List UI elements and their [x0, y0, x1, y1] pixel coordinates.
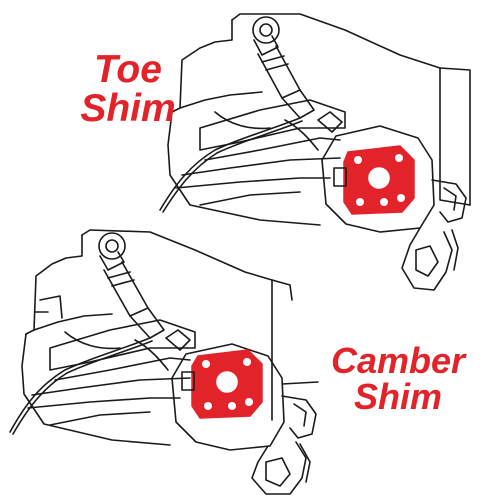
- camber-shim: [181, 349, 263, 419]
- upper-control-arm: [199, 99, 346, 151]
- upper-brake-line: [159, 117, 301, 211]
- camber-shim-label-line-1: Camber: [330, 340, 466, 381]
- upper-frame-lower: [167, 111, 321, 226]
- camber-leader-line: [281, 381, 319, 385]
- lower-shock-absorber: [98, 232, 165, 339]
- upper-knuckle: [321, 125, 435, 233]
- upper-suspension-assembly: [159, 13, 471, 291]
- toe-shim: [333, 145, 415, 215]
- lower-suspension-assembly: [9, 229, 317, 495]
- upper-brake-caliper: [401, 179, 467, 291]
- camber-shim-label: Camber Shim: [318, 343, 478, 415]
- toe-shim-label: Toe Shim: [68, 50, 188, 128]
- toe-shim-label-line-1: Toe: [94, 48, 162, 91]
- lower-control-arm: [49, 319, 196, 371]
- camber-shim-label-line-2: Shim: [353, 376, 442, 417]
- upper-body-panel-inner: [439, 67, 471, 206]
- upper-shock-absorber: [252, 16, 315, 119]
- lower-brake-caliper: [251, 395, 317, 495]
- lower-knuckle: [171, 343, 285, 451]
- lower-frame-lower: [21, 333, 171, 446]
- lower-brake-line: [9, 337, 151, 433]
- upper-body-panel: [231, 13, 471, 206]
- toe-shim-label-line-2: Shim: [80, 87, 176, 130]
